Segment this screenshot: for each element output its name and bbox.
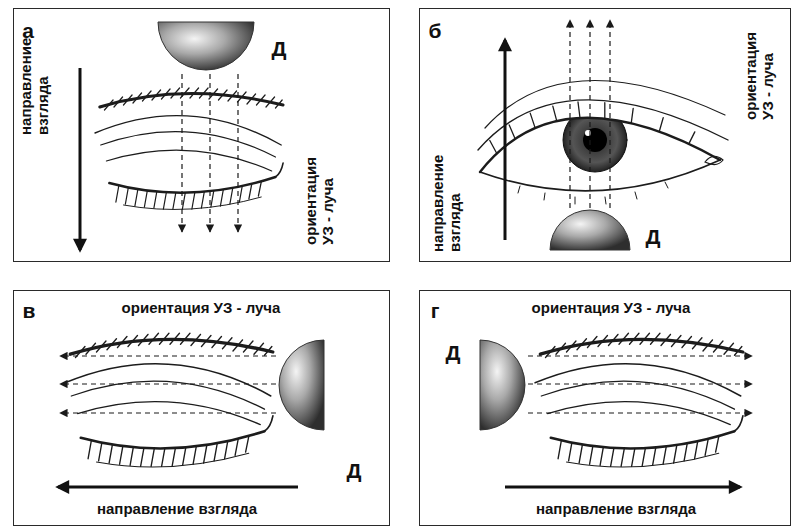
panel-letter: б xyxy=(429,19,442,43)
closed-eye xyxy=(65,333,273,467)
beam-lines xyxy=(182,74,238,232)
vertical-label: направление взгляда xyxy=(429,140,464,252)
panel-letter: Д xyxy=(272,37,287,61)
panel-c: в ориентация УЗ - лучаДнаправление взгляд… xyxy=(13,290,390,526)
probe xyxy=(550,210,630,250)
panel-c-art xyxy=(58,333,324,487)
beam-lines xyxy=(60,356,276,413)
gaze-arrow xyxy=(505,486,740,489)
panel-letter: Д xyxy=(347,459,362,483)
beam-lines xyxy=(570,20,610,208)
axis-label: ориентация УЗ - луча xyxy=(532,299,691,316)
open-eye xyxy=(478,80,728,204)
probe xyxy=(480,340,525,430)
panel-d-art xyxy=(480,333,752,487)
panel-b: б направление взгляда ориентация УЗ - луча… xyxy=(419,8,791,262)
panel-letter: Д xyxy=(446,341,461,365)
closed-eye xyxy=(95,88,283,210)
panel-a-art xyxy=(80,22,283,250)
gaze-arrow xyxy=(504,40,507,240)
vertical-label: ориентация УЗ - луча xyxy=(742,32,777,120)
panel-a: аДнаправление взглядаориентация УЗ - луч… xyxy=(13,8,390,262)
panel-b-art xyxy=(478,20,728,250)
panel-letter: г xyxy=(431,299,440,323)
closed-eye xyxy=(535,333,743,467)
probe xyxy=(279,340,324,430)
panel-letter: Д xyxy=(646,225,661,249)
axis-label: ориентация УЗ - луча xyxy=(122,299,281,316)
vertical-label: направление взгляда xyxy=(17,23,52,135)
vertical-label: ориентация УЗ - луча xyxy=(302,157,337,245)
panel-letter: в xyxy=(23,299,36,323)
gaze-arrow xyxy=(79,68,82,250)
gaze-arrow xyxy=(58,486,298,489)
axis-label: направление взгляда xyxy=(536,500,696,517)
axis-label: направление взгляда xyxy=(97,500,257,517)
panel-d: г ориентация УЗ - лучаДнаправление взгляд… xyxy=(419,290,791,526)
probe xyxy=(158,22,254,70)
beam-lines xyxy=(528,356,752,413)
